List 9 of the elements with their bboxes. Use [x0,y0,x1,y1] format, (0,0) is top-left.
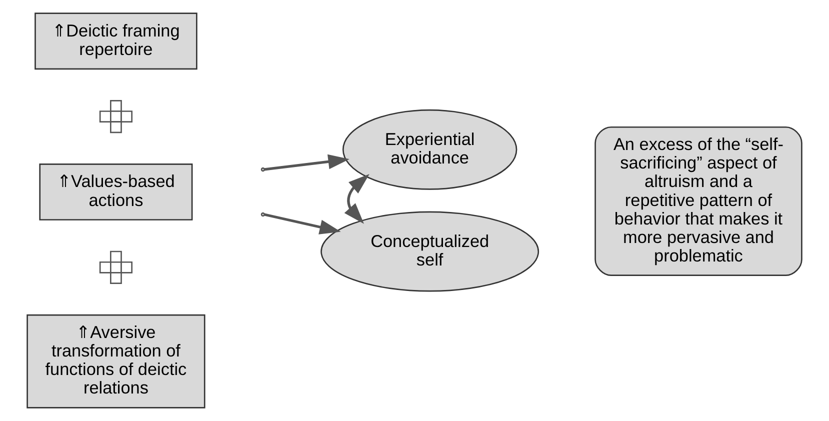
arrow [264,154,350,171]
node-box: An excess of the “self-sacrificing” aspect of altruism and a repetitive pattern of behavior that makes it more pervasive and problematic [594,126,802,276]
node-box: ⇑Values-based actions [39,164,193,220]
arrow [344,174,370,224]
node-box: ⇑Aversive transformation of functions of deictic relations [26,314,206,408]
node-box: ⇑Deictic framing repertoire [34,12,198,70]
arrow [264,213,341,234]
node-ellipse: Conceptualized self [320,211,540,292]
node-ellipse: Experiential avoidance [342,109,518,190]
